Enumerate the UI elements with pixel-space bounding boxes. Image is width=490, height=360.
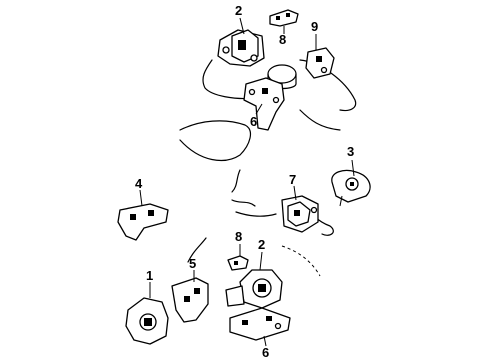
part-8-top-bracket	[269, 9, 299, 27]
callout-3: 3	[347, 144, 354, 159]
part-5-bracket	[171, 277, 209, 323]
callout-8-top: 8	[279, 32, 286, 47]
part-3-mount-insulator	[331, 169, 371, 207]
callout-2-top: 2	[235, 3, 242, 18]
part-7-mount	[281, 195, 319, 233]
callout-8-bottom: 8	[235, 229, 242, 244]
callout-1: 1	[146, 268, 153, 283]
callout-9: 9	[311, 19, 318, 34]
callout-2-bottom: 2	[258, 237, 265, 252]
part-1-mount-insulator	[125, 297, 169, 345]
callout-5: 5	[189, 256, 196, 271]
callout-7: 7	[289, 172, 296, 187]
part-6-bottom-base-bracket	[229, 307, 291, 341]
part-9-bracket	[305, 47, 335, 79]
callout-6-top: 6	[250, 114, 257, 129]
callout-6-bottom: 6	[262, 345, 269, 360]
part-2-top-engine-mount	[217, 29, 265, 67]
part-2-bottom-engine-mount	[225, 269, 283, 309]
part-8-bottom-bracket	[227, 255, 249, 271]
part-6-top-mount-bracket	[243, 77, 285, 131]
part-4-bracket	[117, 203, 169, 241]
callout-4: 4	[135, 176, 143, 191]
